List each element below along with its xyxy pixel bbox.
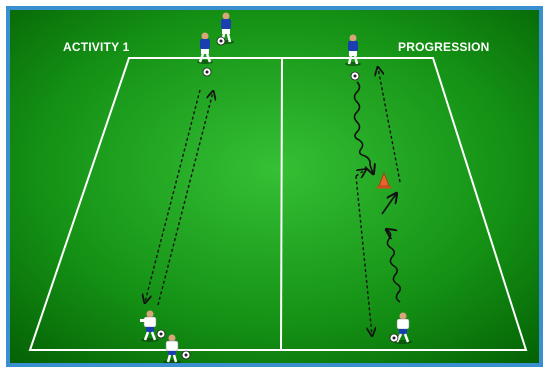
progression-title: PROGRESSION xyxy=(398,40,490,54)
soccer-ball-icon xyxy=(390,334,398,342)
grass-field xyxy=(10,10,539,363)
soccer-ball-icon xyxy=(351,72,359,80)
diagram-frame: ACTIVITY 1 PROGRESSION xyxy=(6,6,543,367)
halfway-line xyxy=(281,58,282,350)
pitch-svg xyxy=(10,10,539,363)
activity-title: ACTIVITY 1 xyxy=(63,40,129,54)
soccer-ball-icon xyxy=(182,351,190,359)
soccer-ball-icon xyxy=(157,330,165,338)
pitch-area: ACTIVITY 1 PROGRESSION xyxy=(10,10,539,363)
soccer-ball-icon xyxy=(203,68,211,76)
